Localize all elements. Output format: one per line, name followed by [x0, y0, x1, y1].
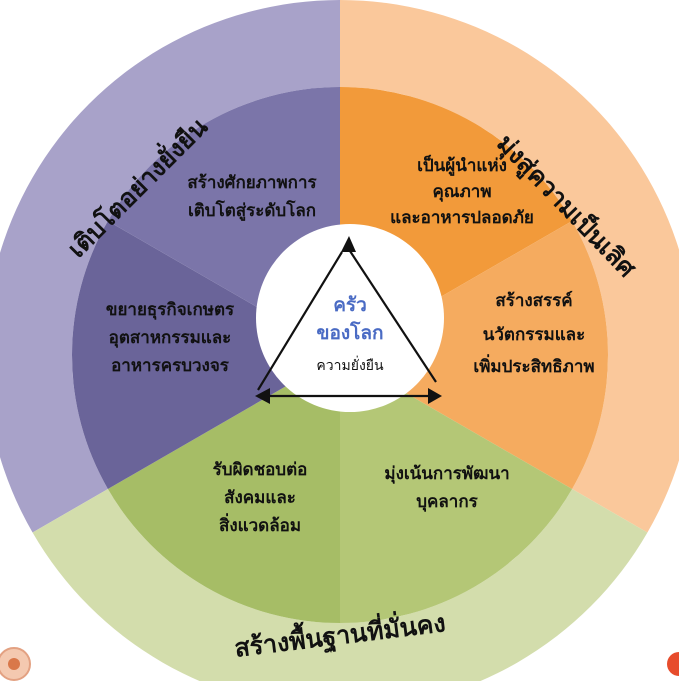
segment-label-people-2: บุคลากร [416, 492, 478, 512]
outer-ring-sector-excellence [340, 0, 679, 533]
corner-logo-left [0, 647, 31, 681]
arrowhead-left-icon [255, 388, 270, 404]
segment-label-global-1: สร้างศักยภาพการ [187, 173, 317, 193]
segment-agro-industry [72, 221, 340, 489]
center-triangle [257, 247, 437, 398]
segment-labels: เป็นผู้นำแห่ง คุณภาพ และอาหารปลอดภัย สร้… [106, 153, 595, 536]
segment-innovation [340, 221, 608, 489]
segment-label-agro-2: อุตสาหกรรมและ [109, 328, 232, 348]
segment-label-innovation-3: เพิ่มประสิทธิภาพ [473, 354, 594, 377]
segment-label-social-2: สังคมและ [224, 488, 296, 508]
segment-label-social-1: รับผิดชอบต่อ [213, 460, 308, 480]
center-circle [256, 224, 444, 412]
segment-label-social-3: สิ่งแวดล้อม [219, 513, 301, 536]
segment-label-global-2: เติบโตสู่ระดับโลก [188, 200, 316, 222]
segment-social-responsibility [107, 355, 341, 623]
outer-ring-sector-strong-foundation [32, 489, 648, 681]
segment-people-development [340, 355, 573, 623]
center-title-line-1: ครัว [333, 294, 367, 316]
segment-label-quality-3: และอาหารปลอดภัย [390, 208, 534, 228]
corner-logo-right [667, 652, 679, 676]
center-subtitle: ความยั่งยืน [316, 356, 384, 374]
segment-label-agro-3: อาหารครบวงจร [111, 356, 230, 376]
arrowhead-right-icon [428, 388, 442, 404]
segment-label-people-1: มุ่งเน้นการพัฒนา [384, 464, 509, 484]
segment-label-innovation-2: นวัตกรรมและ [483, 325, 585, 345]
center-title-line-2: ของโลก [316, 321, 383, 344]
segment-label-quality-1: เป็นผู้นำแห่ง [417, 153, 507, 177]
center-triangle-arrowheads [255, 236, 442, 404]
arrowhead-top-icon [341, 236, 356, 252]
segment-label-innovation-1: สร้างสรรค์ [495, 290, 572, 311]
outer-ring-sector-sustainable-growth [0, 0, 340, 533]
segment-label-quality-2: คุณภาพ [432, 182, 491, 202]
segment-label-agro-1: ขยายธุรกิจเกษตร [106, 300, 235, 320]
